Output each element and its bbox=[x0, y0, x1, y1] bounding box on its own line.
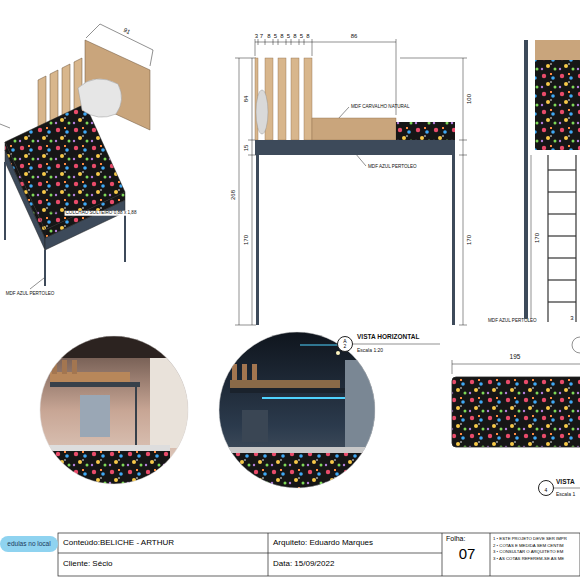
render-warm bbox=[40, 336, 190, 486]
dimension-label: 195 bbox=[510, 354, 521, 361]
elevation-view bbox=[235, 39, 467, 344]
dimension-label: 268 bbox=[230, 190, 236, 200]
cell-text: 2 bbox=[344, 344, 347, 350]
dimension-label: 3 bbox=[570, 315, 573, 321]
dimension-label: 7 bbox=[260, 33, 263, 39]
title-cell: Conteúdo:BELICHE - ARTHUR bbox=[60, 534, 266, 553]
note-label: MDF AZUL PERTOLEO bbox=[368, 165, 417, 170]
dimension-label: 15 bbox=[243, 144, 249, 151]
note-label: COLCHÃO SOLTEIRO 0,88 x 1,88 bbox=[65, 211, 138, 216]
note-label: VISTA bbox=[556, 479, 575, 486]
dimension-label: 8 bbox=[267, 33, 270, 39]
cell-text: 4 bbox=[545, 488, 548, 494]
note-label: Escala 1:20 bbox=[357, 348, 383, 353]
note-label: VISTA HORIZONTAL bbox=[357, 334, 419, 341]
note-label: MDF AZUL PERTOLEO bbox=[6, 292, 55, 297]
cell-text: edulas no local bbox=[7, 540, 50, 547]
cell-text: Arquiteto: Eduardo Marques bbox=[273, 539, 373, 548]
dimension-label: 91 bbox=[122, 26, 132, 35]
dimension-label: 8 bbox=[306, 33, 309, 39]
dimension-label: 8 bbox=[293, 33, 296, 39]
title-cell: Cliente: Sécio bbox=[60, 554, 266, 574]
cell-text: Cliente: Sécio bbox=[63, 560, 112, 569]
section-marker: A2 bbox=[337, 336, 353, 352]
dimension-label: 5 bbox=[300, 33, 303, 39]
dimension-label: 170 bbox=[243, 235, 249, 245]
leader-lines bbox=[0, 24, 153, 289]
title-cell: Data: 15/09/2022 bbox=[270, 554, 440, 574]
note-label: MDF AZUL PERTOLEO bbox=[487, 319, 538, 324]
dimension-label: 5 bbox=[274, 33, 277, 39]
isometric-bed bbox=[5, 40, 150, 286]
section-marker: 4 bbox=[538, 480, 554, 496]
note-label: MDF CARVALHO NATURAL bbox=[351, 105, 409, 110]
side-view bbox=[452, 40, 580, 488]
cell-text: Data: 15/09/2022 bbox=[273, 560, 334, 569]
dimension-label: 3 bbox=[255, 33, 258, 39]
dimension-label: 100 bbox=[466, 94, 472, 104]
render-cool bbox=[219, 332, 375, 488]
sheet-number-cell: Folha: 07 bbox=[444, 534, 490, 574]
note-label: Escala 1 bbox=[556, 492, 575, 497]
cell-text: Folha: bbox=[446, 535, 488, 543]
dimension-label: 170 bbox=[466, 235, 472, 245]
cell-text: 3 • AS COTAS REFEREM-SE AS ME bbox=[493, 557, 580, 562]
cell-text: 07 bbox=[446, 546, 488, 563]
dimension-label: 170 bbox=[534, 233, 540, 243]
dimension-label: 86 bbox=[351, 33, 358, 39]
title-cell: Arquiteto: Eduardo Marques bbox=[270, 534, 440, 553]
dimension-label: 84 bbox=[243, 96, 249, 103]
cell-text: 2 • COTAS E MEDIDA SEM CENTÍM bbox=[493, 544, 580, 549]
dimension-label: 8 bbox=[280, 33, 283, 39]
cell-text: 3 • CONSULTAR O ARQUITETO EM bbox=[493, 550, 580, 555]
dimension-label: 5 bbox=[287, 33, 290, 39]
logo-badge: edulas no local bbox=[0, 536, 58, 552]
notes-cell: 1 • ESTE PROJETO DEVE SER IMPR 2 • COTAS … bbox=[492, 536, 580, 574]
cell-text: 1 • ESTE PROJETO DEVE SER IMPR bbox=[493, 537, 580, 542]
cell-text: Conteúdo:BELICHE - ARTHUR bbox=[63, 539, 174, 548]
